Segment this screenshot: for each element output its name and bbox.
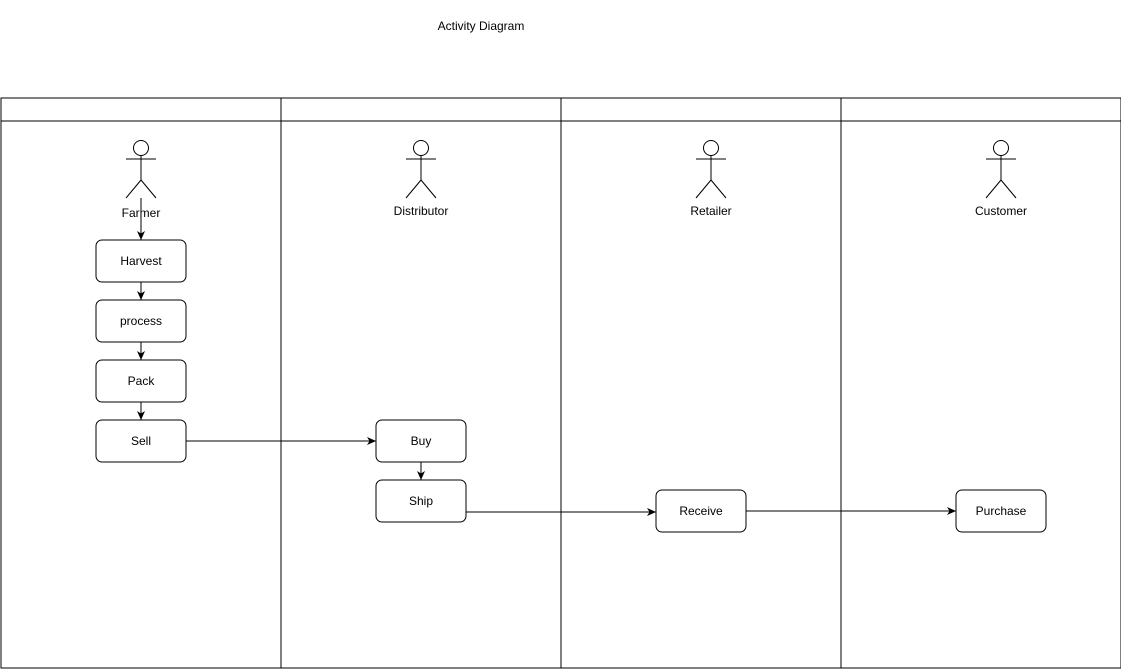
activity-label: Sell — [131, 434, 151, 448]
actor-icon — [405, 140, 437, 199]
activity-box — [95, 359, 187, 403]
swimlane-customer — [840, 97, 1121, 669]
activity-box — [375, 419, 467, 463]
activity-label: Harvest — [120, 254, 162, 268]
activity-label: Receive — [679, 504, 723, 518]
activity-ship[interactable]: Ship — [375, 479, 467, 523]
activity-box — [95, 239, 187, 283]
activity-box — [95, 419, 187, 463]
swimlane-border — [840, 97, 1121, 669]
actor-label: Customer — [975, 204, 1027, 218]
actor-icon — [695, 140, 727, 199]
actor-icon — [125, 140, 157, 199]
activity-process[interactable]: process — [95, 299, 187, 343]
swimlane-retailer — [560, 97, 842, 669]
actor-label: Retailer — [690, 204, 731, 218]
activity-label: Buy — [411, 434, 432, 448]
swimlane-border — [560, 97, 842, 669]
actor-icon — [985, 140, 1017, 199]
actor-label: Distributor — [394, 204, 449, 218]
actor-retailer: Retailer — [690, 140, 732, 218]
flows — [137, 198, 956, 516]
activity-label: Ship — [409, 494, 433, 508]
activity-label: process — [120, 314, 162, 328]
activity-label: Pack — [128, 374, 156, 388]
activity-box — [375, 479, 467, 523]
activity-buy[interactable]: Buy — [375, 419, 467, 463]
activity-box — [655, 489, 747, 533]
actor-distributor: Distributor — [394, 140, 449, 218]
swimlane-border — [280, 97, 562, 669]
swimlanes — [0, 97, 1121, 669]
swimlane-distributor — [280, 97, 562, 669]
activity-sell[interactable]: Sell — [95, 419, 187, 463]
activity-box — [955, 489, 1047, 533]
activity-box — [95, 299, 187, 343]
actor-customer: Customer — [975, 140, 1027, 218]
activity-label: Purchase — [976, 504, 1027, 518]
activity-harvest[interactable]: Harvest — [95, 239, 187, 283]
diagram-title: Activity Diagram — [438, 19, 525, 33]
activity-purchase[interactable]: Purchase — [955, 489, 1047, 533]
activity-pack[interactable]: Pack — [95, 359, 187, 403]
activity-receive[interactable]: Receive — [655, 489, 747, 533]
